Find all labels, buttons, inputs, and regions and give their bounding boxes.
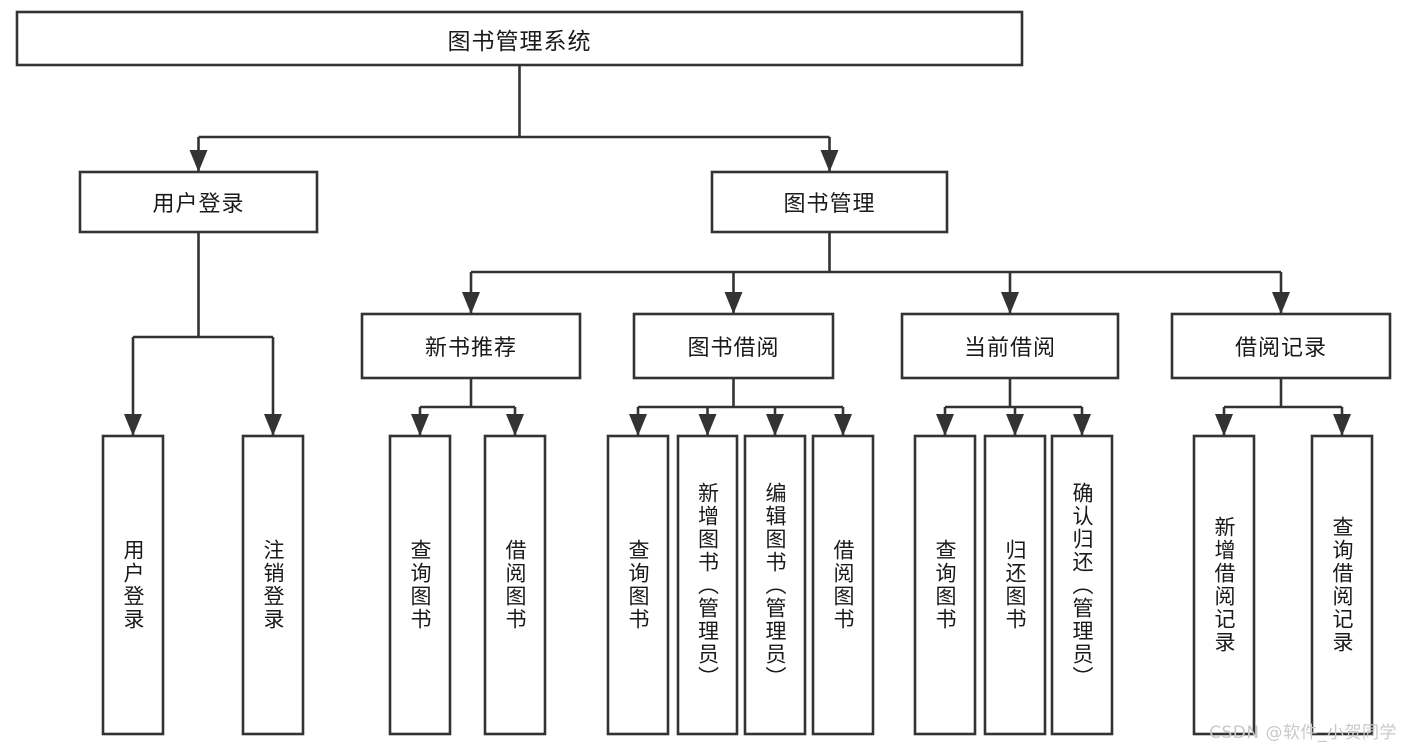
arrow-head-leaf-borrow-book-2 bbox=[834, 414, 852, 436]
arrow-head-new-book-recommend bbox=[462, 292, 480, 314]
arrow-head-leaf-borrow-book-1 bbox=[506, 414, 524, 436]
node-label-box-borrow-record: 借阅记录 bbox=[1172, 314, 1390, 378]
node-label-box-leaf-confirm-return: 确认归还（管理员） bbox=[1052, 436, 1112, 734]
node-label-box-root: 图书管理系统 bbox=[17, 12, 1022, 65]
arrow-head-leaf-return-book bbox=[1006, 414, 1024, 436]
node-label-box-leaf-query-book-3: 查询图书 bbox=[915, 436, 975, 734]
node-label-box-book-manage: 图书管理 bbox=[712, 172, 947, 232]
node-label-box-leaf-edit-book: 编辑图书（管理员） bbox=[745, 436, 805, 734]
node-box-user-login bbox=[78, 170, 319, 234]
node-label-user-login: 用户登录 bbox=[152, 192, 245, 217]
node-label-leaf-borrow-book-2: 借阅图书 bbox=[831, 539, 856, 631]
node-box-book-borrow bbox=[632, 312, 835, 380]
arrow-head-book-borrow bbox=[724, 292, 743, 314]
node-label-box-leaf-add-book: 新增图书（管理员） bbox=[678, 436, 737, 734]
node-box-leaf-user-login bbox=[101, 434, 165, 736]
arrow-head-leaf-query-book-2 bbox=[629, 414, 647, 436]
arrow-head-leaf-query-book-3 bbox=[936, 414, 954, 436]
node-box-current-borrow bbox=[900, 312, 1120, 380]
arrow-head-borrow-record bbox=[1272, 292, 1290, 314]
node-label-book-borrow: 图书借阅 bbox=[687, 336, 780, 361]
node-rectangles bbox=[15, 10, 1392, 736]
node-label-box-leaf-logout: 注销登录 bbox=[243, 436, 303, 734]
arrow-head-leaf-logout bbox=[264, 414, 282, 436]
arrow-head-leaf-edit-book bbox=[766, 414, 784, 436]
node-label-box-book-borrow: 图书借阅 bbox=[634, 314, 833, 378]
node-box-leaf-query-book-3 bbox=[913, 434, 977, 736]
node-label-leaf-query-book-3: 查询图书 bbox=[933, 539, 958, 631]
node-box-borrow-record bbox=[1170, 312, 1392, 380]
node-label-leaf-edit-book: 编辑图书（管理员） bbox=[763, 481, 788, 689]
node-label-box-user-login: 用户登录 bbox=[80, 172, 317, 232]
node-label-leaf-query-book-1: 查询图书 bbox=[408, 539, 433, 631]
node-label-box-leaf-user-login: 用户登录 bbox=[103, 436, 163, 734]
node-label-current-borrow: 当前借阅 bbox=[963, 336, 1056, 361]
node-label-box-leaf-return-book: 归还图书 bbox=[985, 436, 1045, 734]
node-label-box-leaf-query-record: 查询借阅记录 bbox=[1312, 436, 1372, 734]
node-label-leaf-borrow-book-1: 借阅图书 bbox=[503, 539, 528, 631]
node-box-leaf-logout bbox=[241, 434, 305, 736]
arrow-head-user-login bbox=[189, 150, 208, 172]
arrow-head-leaf-user-login bbox=[124, 414, 142, 436]
node-label-box-leaf-query-book-2: 查询图书 bbox=[608, 436, 668, 734]
node-label-box-leaf-query-book-1: 查询图书 bbox=[390, 436, 450, 734]
node-box-leaf-add-record bbox=[1192, 434, 1256, 736]
arrow-head-leaf-query-book-1 bbox=[411, 414, 429, 436]
arrow-head-leaf-confirm-return bbox=[1073, 414, 1091, 436]
node-box-leaf-borrow-book-1 bbox=[483, 434, 547, 736]
node-box-leaf-borrow-book-2 bbox=[811, 434, 875, 736]
node-box-new-book-recommend bbox=[360, 312, 582, 380]
node-label-leaf-add-book: 新增图书（管理员） bbox=[695, 481, 720, 689]
node-label-leaf-query-book-2: 查询图书 bbox=[626, 539, 651, 631]
node-box-leaf-query-book-1 bbox=[388, 434, 452, 736]
node-box-leaf-query-record bbox=[1310, 434, 1374, 736]
node-label-box-leaf-add-record: 新增借阅记录 bbox=[1194, 436, 1254, 734]
node-label-root: 图书管理系统 bbox=[447, 28, 592, 55]
node-box-leaf-return-book bbox=[983, 434, 1047, 736]
arrow-head-current-borrow bbox=[1001, 292, 1019, 314]
node-label-borrow-record: 借阅记录 bbox=[1234, 336, 1327, 361]
node-label-leaf-return-book: 归还图书 bbox=[1003, 539, 1028, 631]
node-label-box-new-book-recommend: 新书推荐 bbox=[362, 314, 580, 378]
node-box-leaf-confirm-return bbox=[1050, 434, 1114, 736]
arrow-head-leaf-add-book bbox=[698, 414, 717, 436]
node-label-book-manage: 图书管理 bbox=[783, 192, 876, 217]
node-box-book-manage bbox=[710, 170, 949, 234]
arrow-head-leaf-query-record bbox=[1333, 414, 1351, 436]
node-box-leaf-add-book bbox=[676, 434, 739, 736]
connector-edges bbox=[124, 65, 1351, 436]
arrow-head-leaf-add-record bbox=[1215, 414, 1233, 436]
node-label-leaf-user-login: 用户登录 bbox=[121, 539, 146, 631]
node-box-root bbox=[15, 10, 1024, 67]
node-label-leaf-confirm-return: 确认归还（管理员） bbox=[1070, 481, 1095, 689]
arrow-head-book-manage bbox=[820, 150, 839, 172]
node-label-box-leaf-borrow-book-2: 借阅图书 bbox=[813, 436, 873, 734]
node-label-new-book-recommend: 新书推荐 bbox=[424, 336, 517, 361]
node-label-box-leaf-borrow-book-1: 借阅图书 bbox=[485, 436, 545, 734]
node-box-leaf-edit-book bbox=[743, 434, 807, 736]
node-label-box-current-borrow: 当前借阅 bbox=[902, 314, 1118, 378]
node-box-leaf-query-book-2 bbox=[606, 434, 670, 736]
node-label-leaf-query-record: 查询借阅记录 bbox=[1330, 516, 1355, 654]
node-label-leaf-logout: 注销登录 bbox=[261, 539, 286, 631]
node-label-leaf-add-record: 新增借阅记录 bbox=[1212, 516, 1237, 654]
